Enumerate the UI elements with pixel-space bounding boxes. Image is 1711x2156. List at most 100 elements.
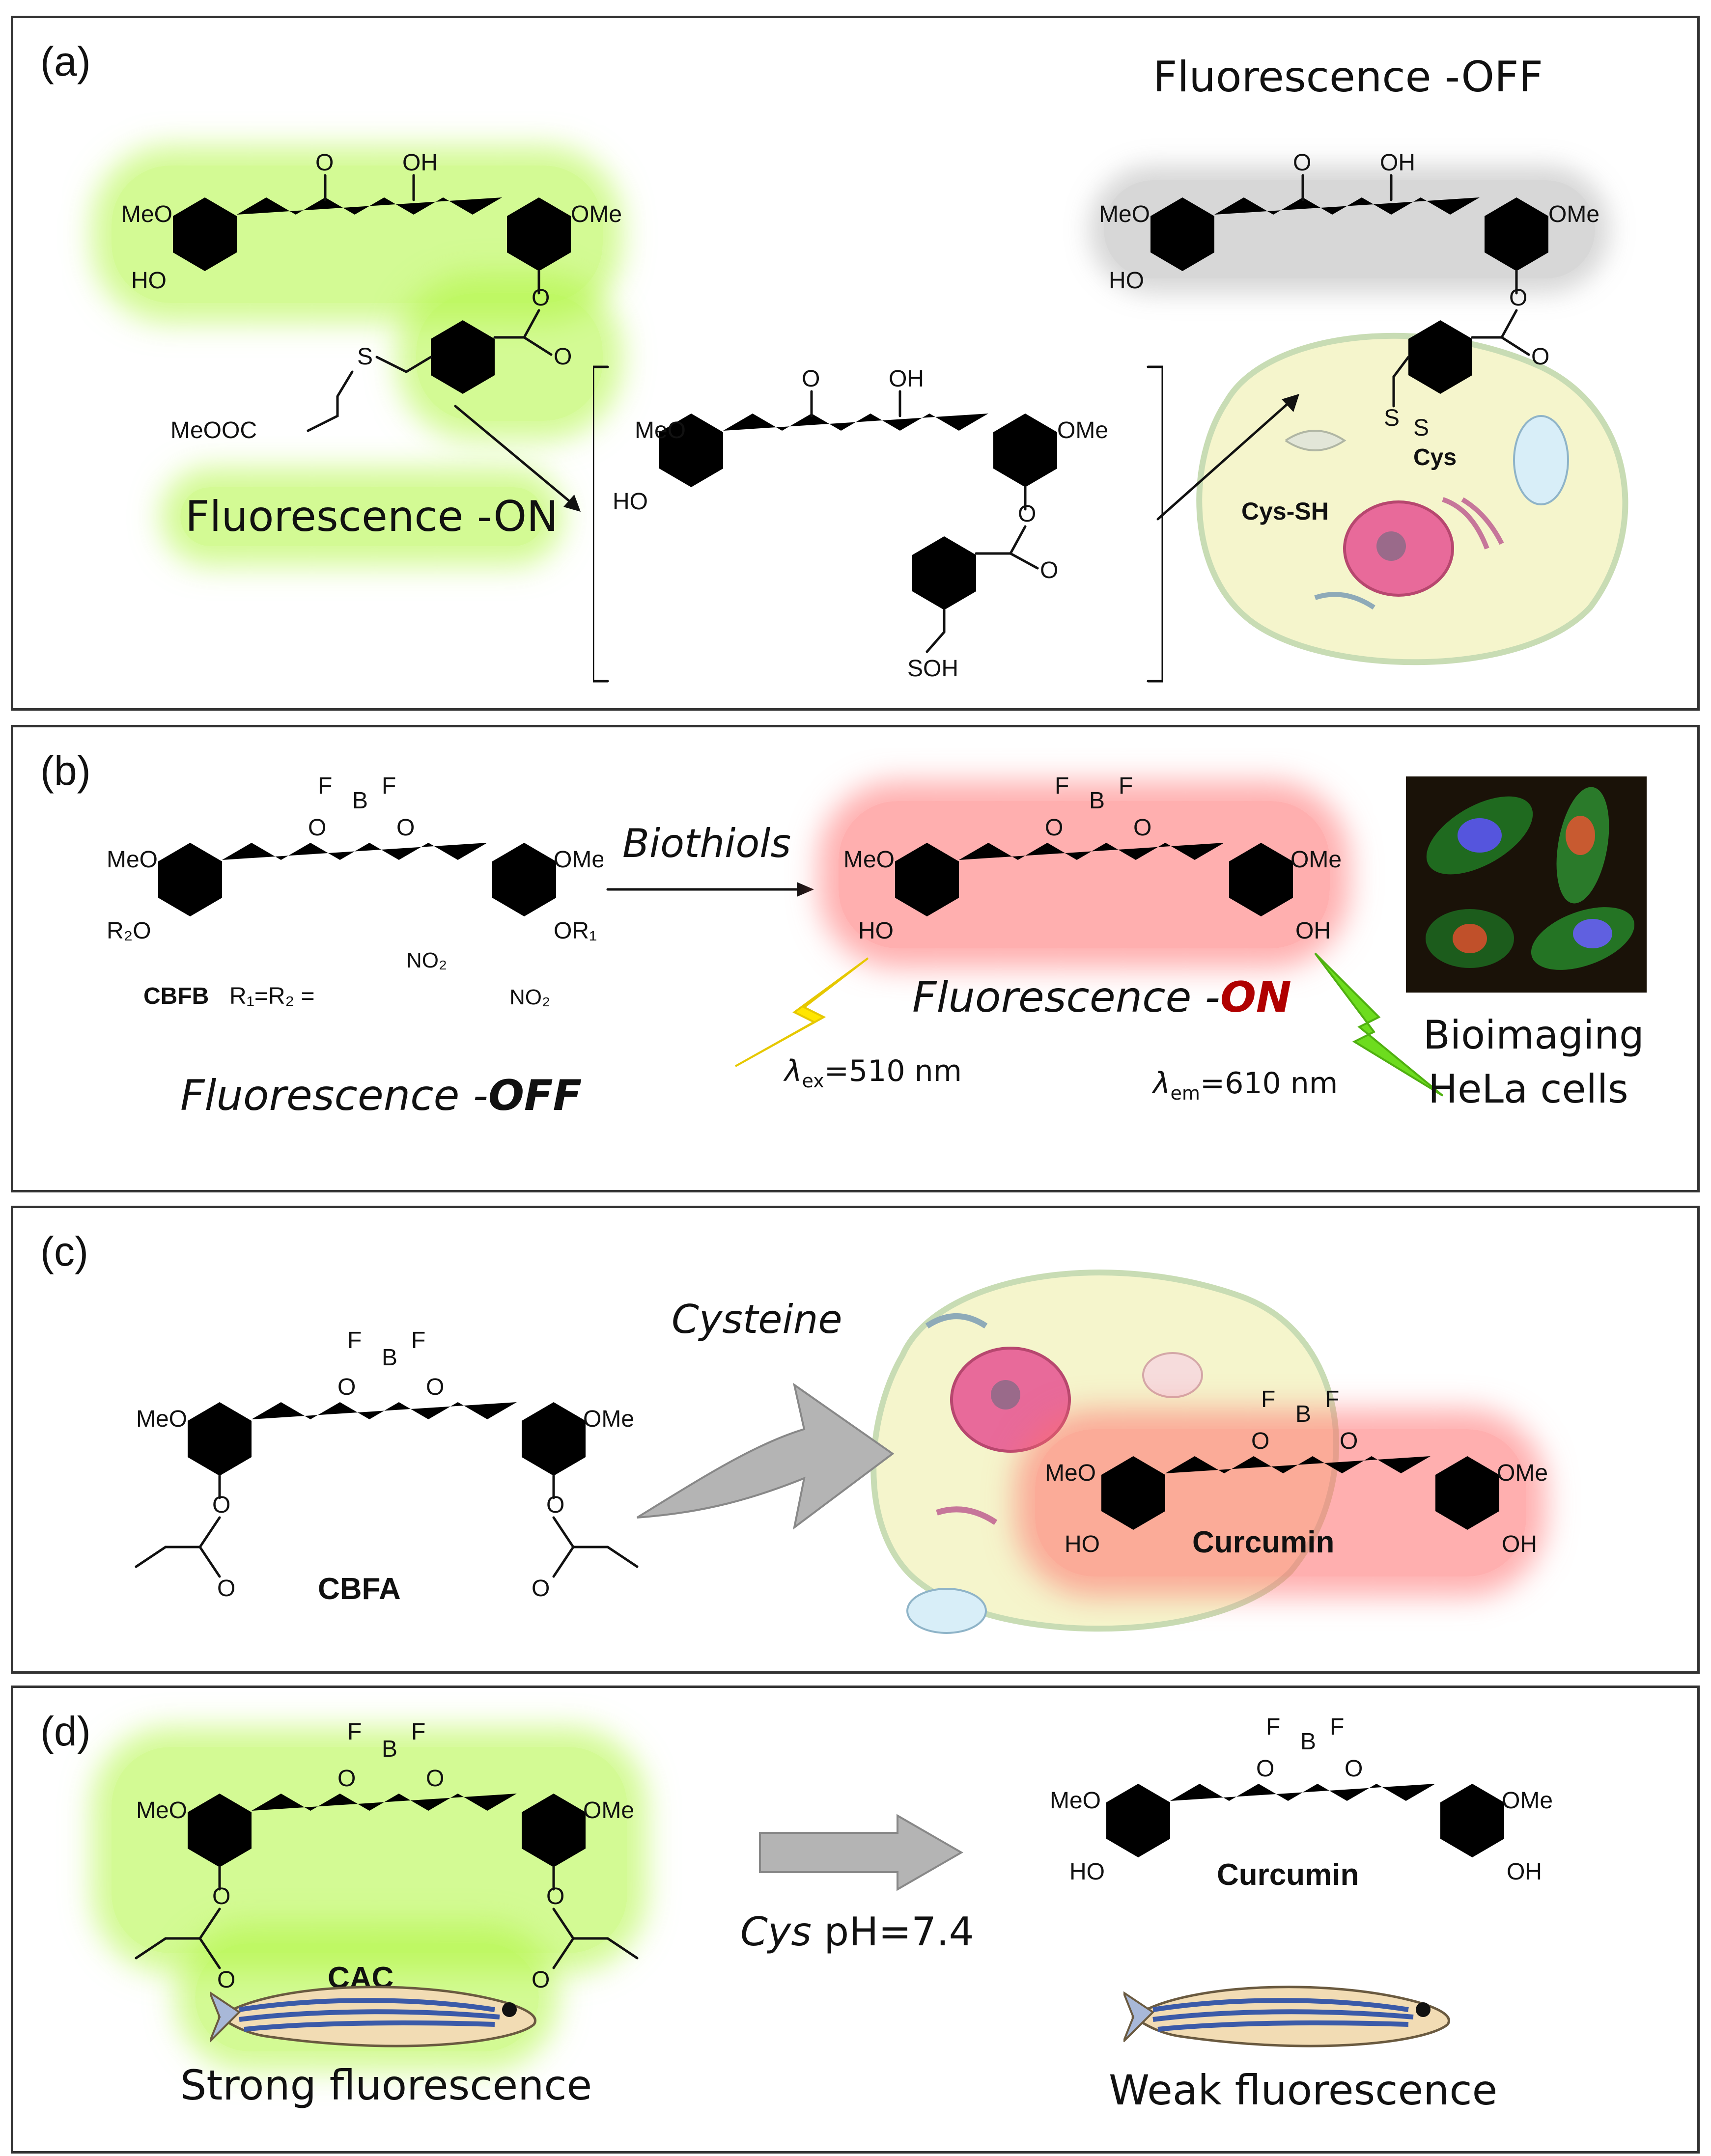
cysteine-reagent: Cysteine (672, 1297, 842, 1342)
fluorescence-on-b: Fluorescence -ON (912, 973, 1291, 1022)
biothiols-reagent: Biothiols (622, 821, 791, 866)
int-carbonyl-o: O (1040, 557, 1058, 583)
cp-o2: O (1340, 1428, 1358, 1454)
emission-bolt-icon (1314, 952, 1444, 1097)
bp-o1: O (1045, 815, 1063, 841)
int-ketone-o: O (802, 366, 820, 392)
ome-label: OMe (571, 201, 622, 227)
weak-fluorescence-label: Weak fluorescence (1109, 2066, 1498, 2114)
cp-meo: MeO (1045, 1460, 1096, 1486)
cp-ho: HO (1065, 1531, 1100, 1557)
hela-cells-image (1406, 776, 1647, 993)
ester-o: O (532, 285, 550, 311)
c-f2: F (411, 1327, 425, 1354)
fluorescence-off-b: Fluorescence -OFF (180, 1071, 582, 1120)
bp-ome: OMe (1290, 847, 1342, 873)
curcumin-bf2-c: O O B F F MeO HO OMe OH (1045, 1386, 1548, 1557)
cbfa-molecule: O O B F F MeO OMe O O O O (135, 1327, 639, 1602)
prod-meo: MeO (1099, 201, 1150, 227)
c-carbonyl-o2: O (532, 1576, 550, 1602)
ho-label: HO (131, 268, 167, 294)
d-boron: B (382, 1736, 397, 1762)
bp-o2: O (1133, 815, 1151, 841)
int-ho: HO (613, 489, 648, 515)
b-meo: MeO (107, 847, 158, 873)
d-f1: F (347, 1719, 362, 1745)
int-soh: SOH (907, 656, 958, 682)
d-o1: O (337, 1766, 356, 1792)
cp-f2: F (1325, 1386, 1339, 1412)
cbfb-molecule: O O B F F MeO R₂O OMe OR₁ (107, 773, 603, 944)
emission-wavelength: λem=610 nm (1153, 1066, 1338, 1104)
prod-ho: HO (1109, 268, 1144, 294)
c-ome: OMe (583, 1406, 634, 1432)
bioimaging-line2: HeLa cells (1428, 1066, 1628, 1112)
meo-label: MeO (121, 201, 172, 227)
fluorescence-off-label: Fluorescence -OFF (1153, 53, 1543, 102)
cp-f1: F (1261, 1386, 1275, 1412)
arrow-b (606, 882, 814, 897)
cac-molecule: O O B F F MeO OMe O O O O (135, 1719, 639, 1993)
zebrafish-strong-icon (210, 1986, 536, 2047)
ketone-o: O (315, 150, 334, 176)
d-f2: F (411, 1719, 425, 1745)
s-label: S (357, 344, 373, 370)
c-ester-o2: O (546, 1492, 564, 1518)
b-boron: B (352, 788, 368, 814)
strong-fluorescence-label: Strong fluorescence (180, 2061, 592, 2109)
b-r2o: R₂O (107, 918, 151, 944)
dp-o1: O (1256, 1756, 1274, 1782)
prod-s2: S (1413, 415, 1429, 441)
c-ester-o1: O (212, 1492, 230, 1518)
d-o2: O (426, 1766, 444, 1792)
cp-oh: OH (1502, 1531, 1537, 1557)
panel-d: (d) O O B F F MeO OMe O O O O CAC Strong… (11, 1686, 1700, 2154)
b-ome: OMe (554, 847, 603, 873)
probe-molecule-a: O OH MeO HO OMe O O S MeOOC (121, 150, 622, 443)
cbfa-label: CBFA (318, 1572, 401, 1606)
dp-f1: F (1266, 1714, 1280, 1740)
carbonyl-o: O (554, 344, 572, 370)
c-o1: O (337, 1374, 356, 1400)
c-carbonyl-o1: O (217, 1576, 235, 1602)
prod-carbonyl-o: O (1531, 344, 1549, 370)
panel-c: (c) O O B F F MeO OMe O O O O CBFA Cyste… (11, 1206, 1700, 1674)
enol-oh: OH (402, 150, 438, 176)
prod-cys: Cys (1413, 444, 1457, 470)
ester-label: MeOOC (170, 417, 257, 443)
prod-ketone-o: O (1293, 150, 1311, 176)
c-boron: B (382, 1345, 397, 1371)
cp-boron: B (1295, 1401, 1311, 1427)
cys-sh-reagent: Cys-SH (1241, 498, 1329, 525)
c-meo: MeO (136, 1406, 187, 1432)
dp-boron: B (1300, 1729, 1316, 1755)
bp-f1: F (1055, 773, 1069, 799)
bp-boron: B (1089, 788, 1105, 814)
b-or1: OR₁ (554, 918, 597, 944)
prod-ester-o: O (1509, 285, 1527, 311)
b-o2: O (396, 815, 415, 841)
prod-s1: S (1384, 405, 1400, 431)
dp-o2: O (1345, 1756, 1363, 1782)
curcumin-bf2-d: O O B F F MeO HO OMe OH (1050, 1714, 1553, 1885)
dp-ho: HO (1069, 1859, 1105, 1885)
int-enol-oh: OH (889, 366, 924, 392)
b-o1: O (308, 815, 326, 841)
d-ester-o2: O (546, 1883, 564, 1909)
big-arrow-c (636, 1382, 895, 1530)
arrow-a2 (1156, 394, 1299, 521)
panel-b: (b) O O B F F MeO R₂O OMe OR₁ CBFB R₁=R₂… (11, 725, 1700, 1192)
bioimaging-line1: Bioimaging (1423, 1012, 1644, 1058)
excitation-wavelength: λex=510 nm (785, 1054, 962, 1092)
intermediate-sulfenic-acid: O OH MeO HO OMe O O SOH (593, 365, 1163, 683)
cp-o1: O (1251, 1428, 1269, 1454)
green-glow-on (180, 487, 544, 546)
bp-oh: OH (1295, 918, 1331, 944)
cp-ome: OMe (1497, 1460, 1548, 1486)
substituent-label: R₁=R₂ = (229, 983, 315, 1009)
panel-b-label: (b) (40, 747, 91, 794)
cbfb-label: CBFB (143, 983, 209, 1009)
panel-a-label: (a) (40, 38, 91, 84)
fluorescence-on-label: Fluorescence -ON (185, 492, 559, 541)
prod-enol-oh: OH (1380, 150, 1415, 176)
